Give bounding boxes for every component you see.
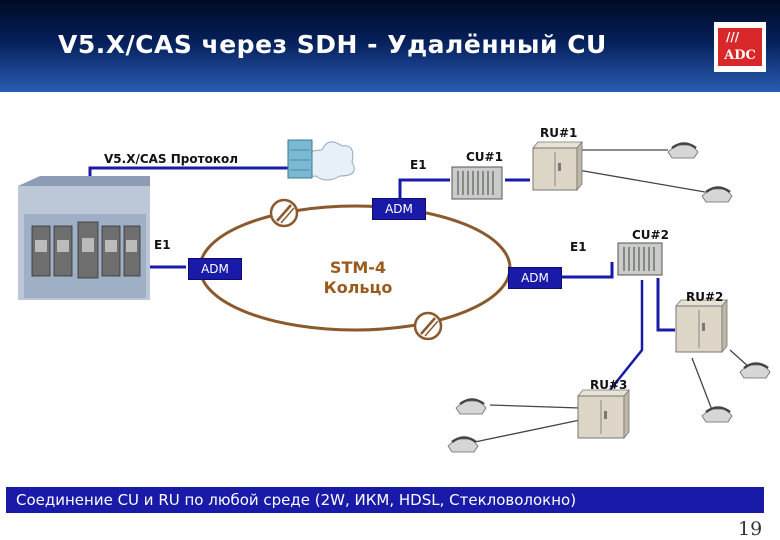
- ru3-label: RU#3: [590, 378, 628, 392]
- header-bar: V5.X/CAS через SDH - Удалённый CU /// AD…: [0, 0, 780, 92]
- e1-top-label: E1: [410, 158, 427, 172]
- cu1-rack-icon: [451, 166, 503, 200]
- page-title: V5.X/CAS через SDH - Удалённый CU: [58, 30, 607, 59]
- e1-right-label: E1: [570, 240, 587, 254]
- e1-left-label: E1: [154, 238, 171, 252]
- phone-line-6: [469, 419, 581, 444]
- telephone-icon-5: [455, 398, 487, 415]
- protocol-label: V5.X/CAS Протокол: [104, 152, 238, 166]
- cu2-rack-icon: [617, 242, 663, 276]
- ring-label-line2: Кольцо: [323, 278, 393, 297]
- ru2-label: RU#2: [686, 290, 724, 304]
- link-lines: [88, 166, 675, 332]
- regenerator-icon-bottom: [413, 311, 443, 341]
- e1-right-link: [560, 262, 614, 279]
- telephone-icon-6: [447, 436, 479, 453]
- cu2-ru3-line: [609, 280, 644, 391]
- phone-line-2: [577, 169, 706, 193]
- exchange-building-icon: [18, 176, 150, 300]
- ru2-cabinet-icon: [675, 298, 728, 354]
- phone-line-4: [691, 357, 713, 411]
- adm-right: ADM: [508, 267, 562, 289]
- cu2-label: CU#2: [632, 228, 669, 242]
- adm-top: ADM: [372, 198, 426, 220]
- ru1-cabinet-icon: [532, 140, 583, 192]
- page-number: 19: [738, 518, 763, 540]
- logo-mark: /// ADC: [718, 28, 762, 66]
- logo-slashes: ///: [726, 30, 740, 44]
- telephone-icon-3: [739, 362, 771, 379]
- regenerator-icon-top: [269, 198, 299, 228]
- telephone-icon-2: [701, 186, 733, 203]
- ru1-label: RU#1: [540, 126, 578, 140]
- phone-lines: [469, 149, 751, 444]
- telephone-icon-1: [667, 142, 699, 159]
- phone-line-5: [489, 404, 581, 409]
- ru3-cabinet-icon: [577, 388, 630, 440]
- ring-label-line1: STM-4: [329, 258, 387, 277]
- adm-left: ADM: [188, 258, 242, 280]
- server-cloud-icon: [287, 139, 355, 181]
- cu2-ru2-link: [656, 278, 675, 332]
- footer-banner: Соединение CU и RU по любой среде (2W, И…: [6, 487, 764, 513]
- e1-top-link: [398, 178, 450, 198]
- ring-label: STM-4 Кольцо: [308, 258, 408, 298]
- telephone-icon-4: [701, 406, 733, 423]
- adc-logo: /// ADC: [714, 22, 766, 72]
- logo-text: ADC: [724, 48, 756, 63]
- cu1-label: CU#1: [466, 150, 503, 164]
- cu2-ru3-link: [609, 280, 644, 391]
